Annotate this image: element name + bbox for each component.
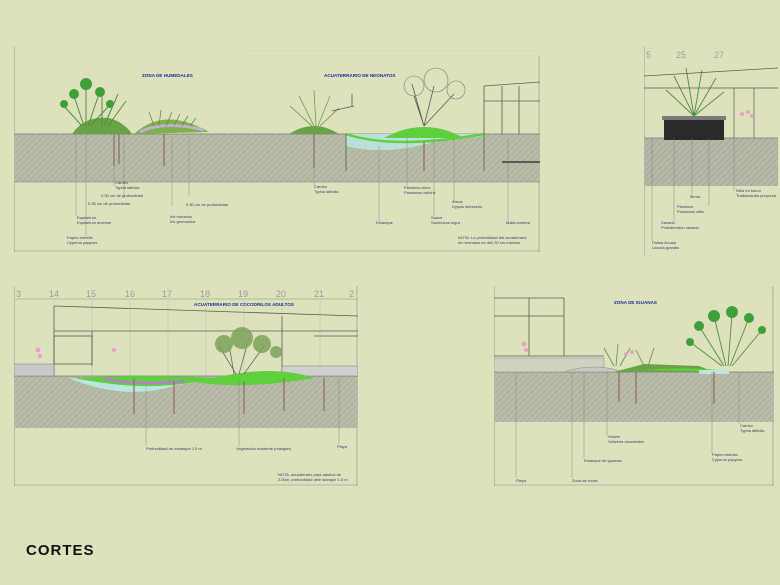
grid-label: 16: [125, 289, 135, 299]
section-right-small: 5 25 27 Niña en barco Tradescantia purpu…: [644, 46, 778, 256]
label: Areca: [452, 199, 463, 204]
label: 0.35 cm de profundidad: [88, 201, 130, 206]
label: Zona de rocas: [572, 478, 598, 483]
label: Palma licuala: [652, 240, 677, 245]
label: Philodendron xanadu: [661, 225, 699, 230]
section-humedales: ZONA DE HUMEDALES ACUATERRARIO DE NEONAT…: [14, 46, 540, 252]
label: Estanque: [376, 220, 394, 225]
label: Carrizo: [115, 180, 129, 185]
label: Vetiver: [608, 434, 621, 439]
label: Pandano chico: [404, 185, 431, 190]
label: Pandanus veitchii: [404, 190, 435, 195]
title-zona-humedales: ZONA DE HUMEDALES: [142, 73, 193, 78]
section-cocodrilos-drawing: 3 14 15 16 17 18 19 20 21 2 ACUATERRARIO…: [14, 286, 358, 486]
label: Cyperus papyrus: [67, 240, 97, 245]
label: Iterna: [690, 194, 701, 199]
note-line: de neonatos es de0.30 cm máximo.: [458, 240, 521, 245]
label: Iris germanica: [170, 219, 196, 224]
label: Estanque de iguanas: [584, 458, 622, 463]
grid-label: 5: [646, 50, 651, 60]
label: Carrizo: [314, 184, 328, 189]
title-acuaterrario-neonatos: ACUATERRARIO DE NEONATOS: [324, 73, 395, 78]
grid-label: 21: [314, 289, 324, 299]
label: Typha latifolia: [740, 428, 765, 433]
section-iguanas-drawing: ZONA DE IGUANAS Carrizo Typha latifolia …: [494, 286, 774, 486]
label: Dypsis lutescens: [452, 204, 482, 209]
grid-label: 19: [238, 289, 248, 299]
label: Vegetación existente (manglar): [236, 446, 292, 451]
grid-label: 14: [49, 289, 59, 299]
label: Equisetum arvense: [77, 220, 112, 225]
grid-label: 17: [162, 289, 172, 299]
grid-label: 3: [16, 289, 21, 299]
grid-label: 18: [200, 289, 210, 299]
title-acuaterrario-cocodrilos: ACUATERRARIO DE COCODRILOS ADULTOS: [194, 302, 294, 307]
label: 0.30 cm de profundidad: [186, 202, 228, 207]
label: Tradescantia purpurea: [736, 193, 777, 198]
grid-label: 27: [714, 50, 724, 60]
label: Profundidad de estanque 1.5 m: [146, 446, 202, 451]
label: Licuala grandis: [652, 245, 679, 250]
label: Playa: [516, 478, 527, 483]
label: Typha latifolia: [314, 189, 339, 194]
label: Vetiveria zizanioides: [608, 439, 644, 444]
label: 0.30 cm de profundidad: [101, 193, 143, 198]
label: Papiro estrella: [67, 235, 93, 240]
label: Equisetum: [77, 215, 97, 220]
label: Typha latifolia: [115, 185, 140, 190]
label: Sauce: [431, 215, 443, 220]
label: Niña en barco: [736, 188, 762, 193]
page-title: CORTES: [26, 542, 95, 559]
note-line: NOTA: La profundidad del acuaterrario: [458, 235, 527, 240]
label: Carrizo: [740, 423, 754, 428]
section-right-small-drawing: 5 25 27 Niña en barco Tradescantia purpu…: [644, 46, 778, 256]
note-line: 2.00m, profundidad dele stanque 1.5 m: [278, 477, 348, 482]
label: Pándano: [677, 204, 694, 209]
label: Playa: [337, 444, 348, 449]
label: Iris morados: [170, 214, 192, 219]
label: Pandanus utilis: [677, 209, 704, 214]
grid-label: 20: [276, 289, 286, 299]
section-cocodrilos: 3 14 15 16 17 18 19 20 21 2 ACUATERRARIO…: [14, 286, 358, 486]
label: Malla sombra: [506, 220, 531, 225]
label: Xanadu: [661, 220, 675, 225]
section-iguanas: ZONA DE IGUANAS Carrizo Typha latifolia …: [494, 286, 774, 486]
title-zona-iguanas: ZONA DE IGUANAS: [614, 300, 657, 305]
label: Papiro estrella: [712, 452, 738, 457]
label: Cyperus papyrus: [712, 457, 742, 462]
grid-label: 2: [349, 289, 354, 299]
grid-label: 15: [86, 289, 96, 299]
section-humedales-drawing: ZONA DE HUMEDALES ACUATERRARIO DE NEONAT…: [14, 46, 540, 252]
grid-label: 25: [676, 50, 686, 60]
label: Sambucus nigra: [431, 220, 461, 225]
note-line: NOTA: acuaterrario para adultos de: [278, 472, 342, 477]
